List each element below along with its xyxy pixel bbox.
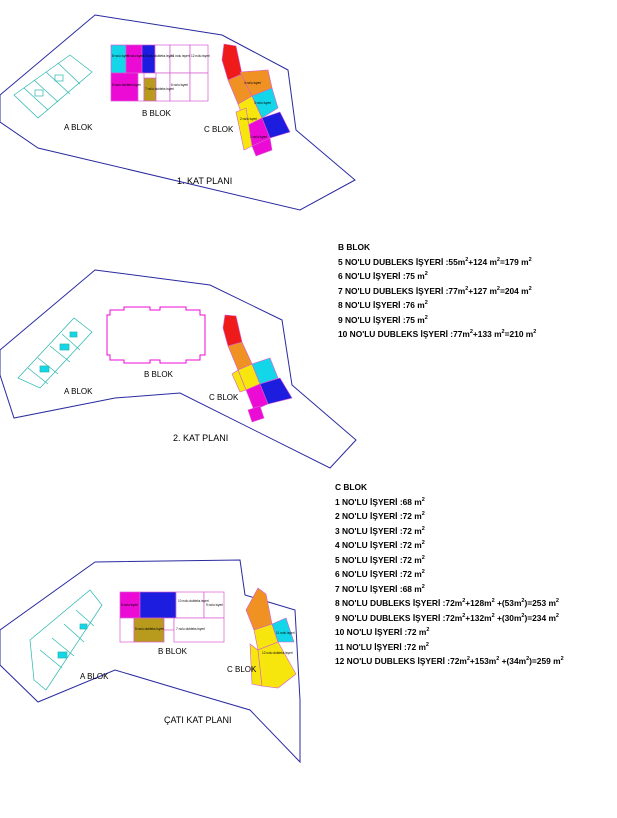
legend-item: 10 NO'LU DUBLEKS İŞYERİ :77m2+133 m2=210… xyxy=(338,329,537,339)
svg-text:2 nolu isyeri: 2 nolu isyeri xyxy=(240,117,257,121)
legend-item: 11 NO'LU İŞYERİ :72 m2 xyxy=(335,641,429,652)
a-blok-label: A BLOK xyxy=(80,672,109,681)
legend-item: 9 NO'LU İŞYERİ :75 m2 xyxy=(338,314,428,325)
c-blok-label: C BLOK xyxy=(227,665,257,674)
site-outline xyxy=(0,269,357,469)
svg-text:11 nolu isyeri: 11 nolu isyeri xyxy=(276,631,295,635)
legend-item: 12 NO'LU DUBLEKS İŞYERİ :72m2+153m2 +(34… xyxy=(335,656,564,666)
c-blok-legend: C BLOK 1 NO'LU İŞYERİ :68 m2 2 NO'LU İŞY… xyxy=(335,480,564,669)
legend-item: 5 NO'LU İŞYERİ :72 m2 xyxy=(335,554,425,565)
b-blok-label: B BLOK xyxy=(144,370,174,379)
svg-text:9 nolu isyeri: 9 nolu isyeri xyxy=(127,54,144,58)
b-blok-label: B BLOK xyxy=(158,647,188,656)
svg-text:10 nolu dubleks isyeri: 10 nolu dubleks isyeri xyxy=(178,599,209,603)
svg-text:12 nolu dubleks isyeri: 12 nolu dubleks isyeri xyxy=(262,651,293,655)
svg-text:8 nolu isyeri: 8 nolu isyeri xyxy=(121,603,138,607)
svg-text:11 nolu isyeri: 11 nolu isyeri xyxy=(171,54,190,58)
legend-item: 1 NO'LU İŞYERİ :68 m2 xyxy=(335,496,425,507)
c-blok-label: C BLOK xyxy=(209,393,239,402)
legend-item: 6 NO'LU İŞYERİ :72 m2 xyxy=(335,569,425,579)
b-blok-building xyxy=(106,306,206,364)
svg-text:5 nolu dubleks isyeri: 5 nolu dubleks isyeri xyxy=(135,627,164,631)
c-blok-label: C BLOK xyxy=(204,125,234,134)
second-floor-plan: A BLOK B BLOK C BLOK 2. KAT PLANI xyxy=(0,269,357,469)
plan-title: ÇATI KAT PLANI xyxy=(164,715,232,725)
b-blok-building xyxy=(119,591,225,643)
legend-item: 4 NO'LU İŞYERİ :72 m2 xyxy=(335,540,425,550)
svg-text:4 nolu isyeri: 4 nolu isyeri xyxy=(244,81,261,85)
legend-title: C BLOK xyxy=(335,482,368,492)
svg-text:7 nolu dubleks isyeri: 7 nolu dubleks isyeri xyxy=(145,87,174,91)
svg-text:12 nolu isyeri: 12 nolu isyeri xyxy=(191,54,210,58)
b-blok-room-labels: 8 nolu isyeri 9 nolu isyeri 10 nolu dubl… xyxy=(112,54,210,91)
legend-item: 6 NO'LU İŞYERİ :75 m2 xyxy=(338,271,428,281)
svg-text:7 nolu dubleks isyeri: 7 nolu dubleks isyeri xyxy=(176,627,205,631)
svg-text:3 nolu isyeri: 3 nolu isyeri xyxy=(254,101,271,105)
a-blok-building xyxy=(13,54,93,119)
c-blok-room-labels: 12 nolu dubleks isyeri 11 nolu isyeri xyxy=(262,631,295,655)
site-outline xyxy=(0,559,301,764)
b-blok-legend: B BLOK 5 NO'LU DUBLEKS İŞYERİ :55m2+124 … xyxy=(338,240,536,342)
legend-item: 10 NO'LU İŞYERİ :72 m2 xyxy=(335,627,430,637)
b-blok-label: B BLOK xyxy=(142,109,172,118)
b-blok-room-labels: 8 nolu isyeri 9 nolu isyeri 10 nolu dubl… xyxy=(121,599,223,631)
c-blok-room-labels: 4 nolu isyeri 3 nolu isyeri 2 nolu isyer… xyxy=(240,81,271,139)
legend-item: 8 NO'LU İŞYERİ :76 m2 xyxy=(338,300,428,310)
c-blok-building xyxy=(245,587,297,689)
legend-item: 8 NO'LU DUBLEKS İŞYERİ :72m2+128m2 +(53m… xyxy=(335,598,559,608)
c-blok-building xyxy=(221,43,291,157)
svg-text:10 nolu dubleks isyeri: 10 nolu dubleks isyeri xyxy=(143,54,174,58)
legend-item: 5 NO'LU DUBLEKS İŞYERİ :55m2+124 m2=179 … xyxy=(338,256,532,267)
legend-item: 9 NO'LU DUBLEKS İŞYERİ :72m2+132m2 +(30m… xyxy=(335,612,559,623)
legend-item: 3 NO'LU İŞYERİ :72 m2 xyxy=(335,525,425,536)
site-outline xyxy=(0,14,356,211)
first-floor-plan: A BLOK 8 nolu isyeri 9 nolu isyeri 10 no… xyxy=(0,14,356,211)
plan-title: 1. KAT PLANI xyxy=(177,176,232,186)
svg-text:6 nolu isyeri: 6 nolu isyeri xyxy=(171,83,188,87)
legend-item: 7 NO'LU DUBLEKS İŞYERİ :77m2+127 m2=204 … xyxy=(338,285,532,296)
a-blok-building xyxy=(29,589,103,691)
svg-text:8 nolu isyeri: 8 nolu isyeri xyxy=(112,54,129,58)
legend-item: 7 NO'LU İŞYERİ :68 m2 xyxy=(335,583,425,594)
c-blok-building xyxy=(222,314,293,423)
a-blok-label: A BLOK xyxy=(64,123,93,132)
a-blok-label: A BLOK xyxy=(64,387,93,396)
plan-title: 2. KAT PLANI xyxy=(173,433,228,443)
b-blok-building xyxy=(110,44,209,102)
legend-title: B BLOK xyxy=(338,242,371,252)
roof-floor-plan: A BLOK 8 nolu isyeri 9 nolu isyeri 10 no… xyxy=(0,559,301,764)
svg-text:9 nolu isyeri: 9 nolu isyeri xyxy=(206,603,223,607)
svg-text:5 nolu dubleks isyeri: 5 nolu dubleks isyeri xyxy=(112,83,141,87)
legend-item: 2 NO'LU İŞYERİ :72 m2 xyxy=(335,511,425,521)
a-blok-building xyxy=(17,317,93,389)
svg-text:1 nolu isyeri: 1 nolu isyeri xyxy=(250,135,267,139)
